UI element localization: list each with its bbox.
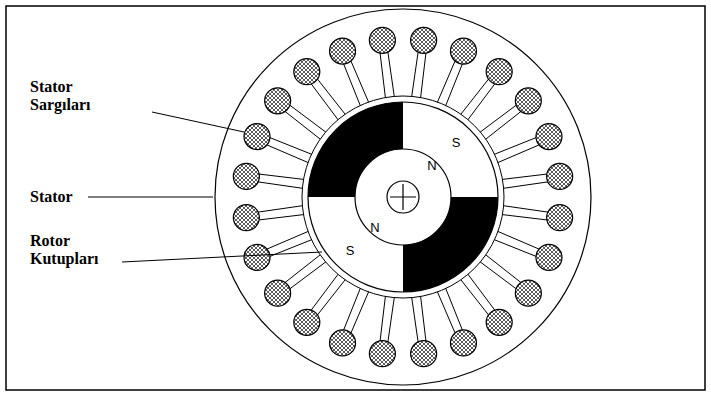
part-label: Stator — [30, 188, 125, 206]
slot-line — [445, 64, 462, 107]
slot-line — [380, 53, 385, 99]
stator-coil — [369, 341, 395, 367]
shaft — [387, 181, 419, 213]
stator-coil — [244, 244, 270, 270]
stator-coil — [547, 163, 573, 189]
slot-line — [267, 145, 309, 163]
slot-line — [258, 182, 304, 189]
stator-coil — [244, 124, 270, 150]
slot-line — [317, 79, 345, 115]
stator-coil — [450, 38, 476, 64]
stator-coil — [411, 341, 437, 367]
slot-line — [388, 297, 395, 343]
slot-line — [501, 214, 547, 219]
slot-line — [460, 279, 488, 315]
slot-line — [388, 52, 395, 98]
slot-line — [344, 288, 361, 331]
slot-line — [285, 254, 321, 282]
slot-line — [412, 297, 419, 343]
stator-coil — [547, 205, 573, 231]
slot-line — [501, 174, 547, 179]
slot-line — [494, 239, 537, 256]
stator-coil — [294, 309, 320, 335]
stator-coil — [330, 38, 356, 64]
stator-coil — [411, 27, 437, 53]
slot-line — [344, 64, 361, 107]
slot-line — [351, 61, 369, 103]
slot-line — [259, 174, 305, 179]
slot-line — [380, 295, 385, 341]
slot-line — [270, 138, 313, 155]
stator-coil — [369, 27, 395, 53]
slot-line — [437, 61, 455, 103]
slot-line — [467, 84, 495, 121]
stator-coil — [330, 330, 356, 356]
part-label: Rotor Kutupları — [30, 232, 125, 268]
frame — [6, 6, 705, 390]
stator-outline — [215, 9, 591, 385]
stator-slots — [233, 27, 572, 366]
stator-coil — [265, 280, 291, 306]
stator-coil — [486, 59, 512, 85]
stator-coil — [536, 124, 562, 150]
stator-coil — [450, 330, 476, 356]
slot-line — [503, 206, 549, 213]
slot-line — [351, 291, 369, 333]
slot-line — [497, 231, 539, 249]
slot-line — [258, 206, 304, 213]
slot-line — [420, 53, 425, 99]
stator-coil — [233, 163, 259, 189]
slot-line — [497, 145, 539, 163]
slot-line — [412, 52, 419, 98]
pole-letter: N — [370, 221, 379, 235]
slot-line — [311, 274, 339, 311]
slot-line — [290, 105, 327, 133]
stator-coil — [536, 244, 562, 270]
slot-line — [485, 111, 521, 139]
slot-line — [503, 182, 549, 189]
stator-bore — [302, 96, 504, 298]
stator-coil — [486, 309, 512, 335]
part-label: Stator Sargıları — [30, 78, 125, 114]
slot-line — [494, 138, 537, 155]
stator-coil — [294, 59, 320, 85]
stator-coil — [265, 88, 291, 114]
slot-line — [437, 291, 455, 333]
stator-coil — [515, 280, 541, 306]
rotor — [308, 102, 498, 292]
stator-coil — [233, 205, 259, 231]
pole-letter: N — [427, 159, 436, 173]
pole-letter: S — [452, 136, 461, 150]
pole-letter: S — [346, 244, 355, 258]
leader-lines — [88, 112, 322, 262]
slot-line — [420, 295, 425, 341]
slot-line — [480, 261, 517, 289]
stator-coil — [515, 88, 541, 114]
slot-line — [267, 231, 309, 249]
slot-line — [445, 288, 462, 331]
slot-line — [259, 214, 305, 219]
